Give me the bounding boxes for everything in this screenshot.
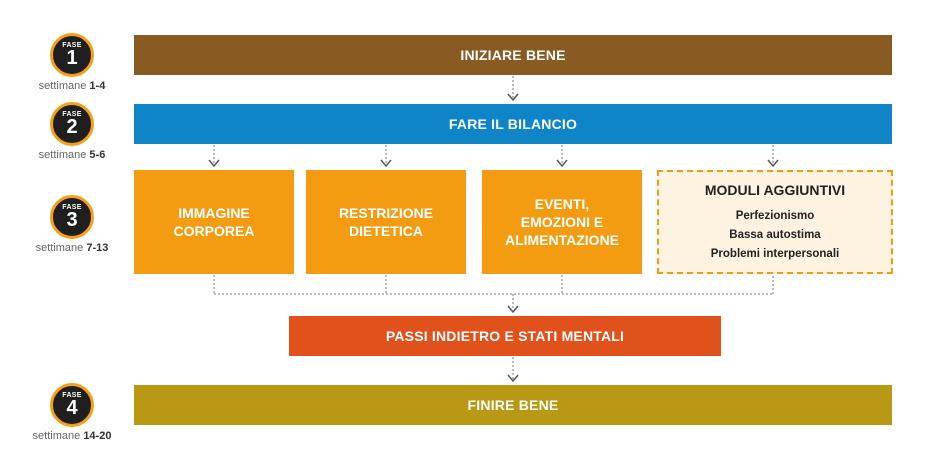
bar-setbacks: PASSI INDIETRO E STATI MENTALI bbox=[289, 316, 721, 356]
arrow-1-2 bbox=[507, 93, 519, 102]
additional-item: Problemi interpersonali bbox=[710, 247, 840, 260]
module-events-emotions: EVENTI, EMOZIONI E ALIMENTAZIONE bbox=[482, 170, 642, 274]
arrow-2-m3 bbox=[556, 159, 568, 168]
phase-2-weeks: settimane 5-6 bbox=[38, 149, 106, 161]
phase-1: FASE 1 settimane 1-4 bbox=[17, 33, 127, 92]
module-additional: MODULI AGGIUNTIVI Perfezionismo Bassa au… bbox=[657, 170, 893, 274]
phase-1-weeks: settimane 1-4 bbox=[38, 80, 106, 92]
phase-4-badge: FASE 4 bbox=[50, 383, 94, 427]
phase-2-badge: FASE 2 bbox=[50, 102, 94, 146]
phase-1-badge: FASE 1 bbox=[50, 33, 94, 77]
phase-3-badge: FASE 3 bbox=[50, 195, 94, 239]
arrow-to-setbacks bbox=[507, 305, 519, 314]
phase-3-weeks: settimane 7-13 bbox=[35, 242, 109, 254]
bar-review: FARE IL BILANCIO bbox=[134, 104, 892, 144]
additional-item: Bassa autostima bbox=[729, 228, 821, 241]
phase-2: FASE 2 settimane 5-6 bbox=[17, 102, 127, 161]
phase-3: FASE 3 settimane 7-13 bbox=[17, 195, 127, 254]
module-body-image: IMMAGINE CORPOREA bbox=[134, 170, 294, 274]
arrow-2-m1 bbox=[208, 159, 220, 168]
additional-item: Perfezionismo bbox=[735, 209, 815, 222]
arrow-2-m4 bbox=[767, 159, 779, 168]
phase-4: FASE 4 settimane 14-20 bbox=[17, 383, 127, 442]
phase-4-weeks: settimane 14-20 bbox=[32, 430, 112, 442]
additional-title: MODULI AGGIUNTIVI bbox=[704, 181, 846, 198]
arrow-3-4 bbox=[507, 374, 519, 383]
arrow-2-m2 bbox=[380, 159, 392, 168]
bar-start: INIZIARE BENE bbox=[134, 35, 892, 75]
module-dietary-restraint: RESTRIZIONE DIETETICA bbox=[306, 170, 466, 274]
bar-finish: FINIRE BENE bbox=[134, 385, 892, 425]
